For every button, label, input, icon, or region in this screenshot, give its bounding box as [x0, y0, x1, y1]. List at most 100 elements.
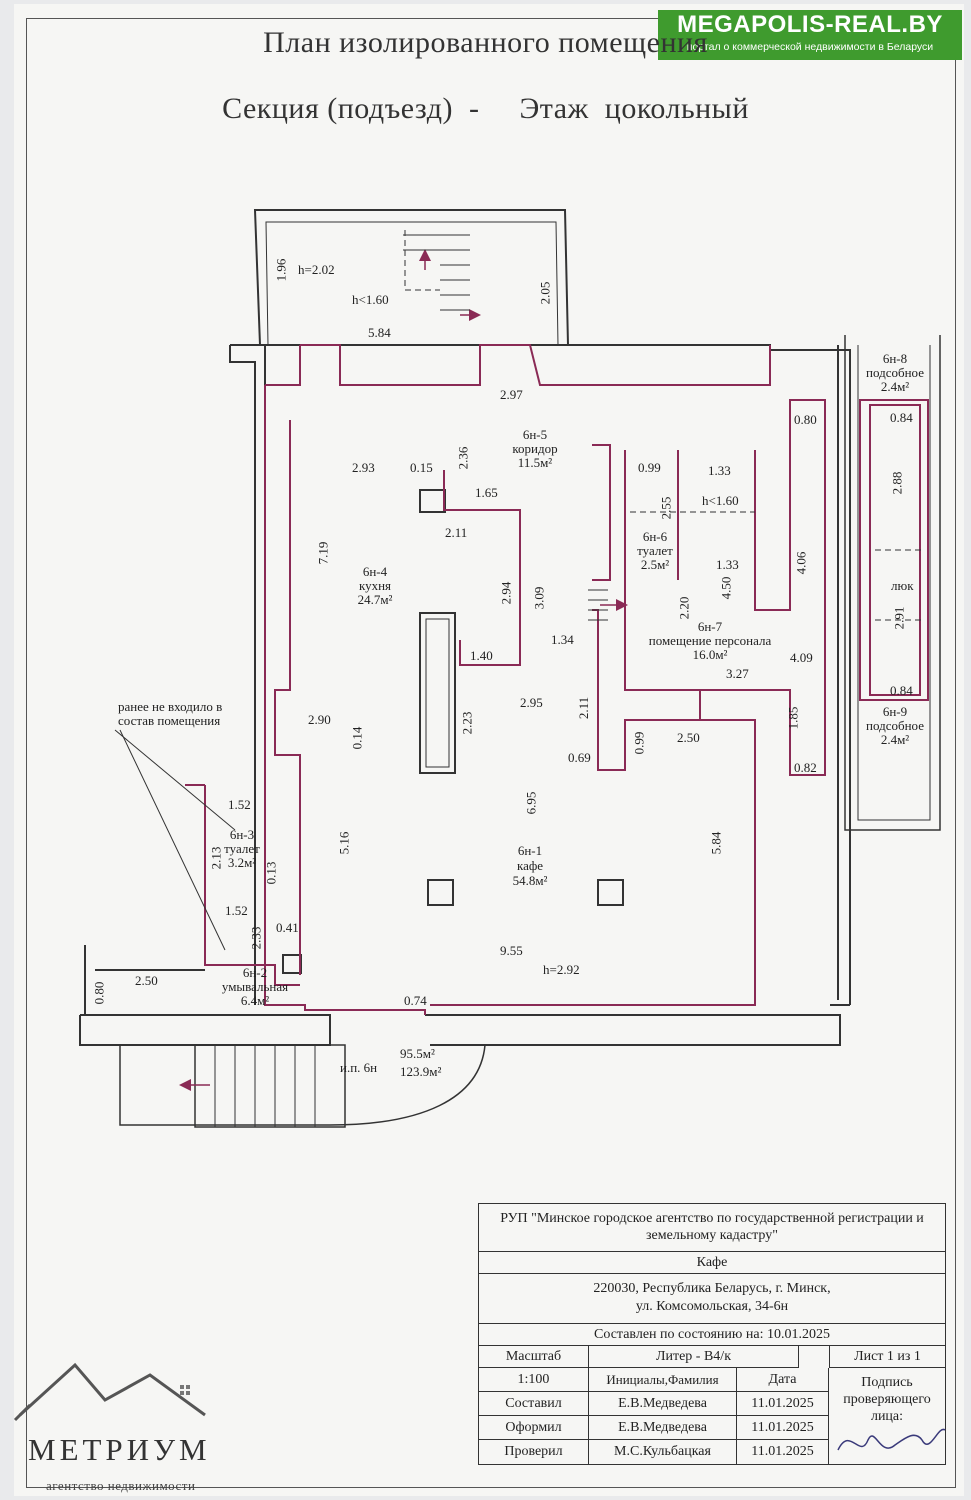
dim-label: 2.93: [352, 460, 375, 475]
room-r8: 6н-8 подсобное 2.4м²: [850, 352, 940, 394]
stamp-role: Оформил: [479, 1416, 589, 1440]
dim-label: 6.95: [523, 791, 539, 815]
dim-label: 0.15: [410, 460, 433, 475]
stamp-person: Е.В.Медведева: [589, 1416, 737, 1440]
room-r4: 6н-4 кухня 24.7м²: [330, 565, 420, 607]
dim-label: 2.50: [135, 973, 158, 988]
dim-label: 1.52: [228, 797, 251, 812]
dim-label: 0.74: [404, 993, 427, 1008]
entrance-label: и.п. 6н: [340, 1060, 378, 1075]
dim-label: 3.27: [726, 666, 749, 681]
dim-label: 2.88: [889, 471, 905, 495]
stamp-org: РУП "Минское городское агентство по госу…: [479, 1204, 945, 1252]
room-r1-height: h=2.92: [543, 962, 580, 977]
dim-label: 4.06: [793, 551, 809, 575]
dim-label: 1.65: [475, 485, 498, 500]
stamp-date: 11.01.2025: [737, 1392, 829, 1416]
room-r5: 6н-5 коридор 11.5м²: [495, 428, 575, 470]
annex-wall: [253, 209, 569, 346]
logo-name: МЕТРИУМ: [28, 1432, 211, 1467]
dim-label: 2.95: [520, 695, 543, 710]
dim-label: 0.99: [638, 460, 661, 475]
room-r6-area: 2.5м²: [640, 557, 670, 572]
stamp-sheet: Лист 1 из 1: [829, 1346, 945, 1368]
room-r4-area: 24.7м²: [357, 592, 393, 607]
logo-sub: агентство недвижимости: [46, 1478, 196, 1493]
room-r8-name: подсобное: [866, 365, 924, 380]
room-r5-area: 11.5м²: [517, 455, 553, 470]
stamp-person: М.С.Кульбацкая: [589, 1440, 737, 1464]
room-r1-name: кафе: [516, 858, 544, 873]
room-r8-code: 6н-8: [882, 351, 908, 366]
dim-label: 0.84: [890, 410, 913, 425]
dim-label: 0.13: [263, 861, 279, 885]
stamp-object: Кафе: [479, 1252, 945, 1274]
stamp-role: Проверил: [479, 1440, 589, 1464]
title-block: РУП "Минское городское агентство по госу…: [478, 1203, 946, 1465]
room-r6-name: туалет: [637, 543, 673, 558]
plan-title: План изолированного помещения: [263, 26, 708, 59]
dim-label: h=2.02: [298, 262, 335, 277]
dim-label: 0.84: [890, 683, 913, 698]
entrance-area2: 123.9м²: [400, 1064, 442, 1079]
stamp-scale-label: Масштаб: [479, 1346, 589, 1368]
stamp-address: 220030, Республика Беларусь, г. Минск, у…: [479, 1274, 945, 1324]
stamp-date: 11.01.2025: [737, 1440, 829, 1464]
room-r5-code: 6н-5: [522, 427, 548, 442]
stamp-date: 11.01.2025: [737, 1416, 829, 1440]
room-r1-code: 6н-1: [517, 843, 543, 858]
room-r2-code: 6н-2: [242, 965, 268, 980]
dim-label: люк: [891, 578, 914, 593]
dim-label: 4.50: [718, 576, 734, 600]
dim-label: 2.50: [677, 730, 700, 745]
dim-label: 2.94: [498, 581, 514, 605]
room-r9-code: 6н-9: [882, 704, 908, 719]
dim-label: 0.41: [276, 920, 299, 935]
room-r7-name: помещение персонала: [648, 633, 772, 648]
stamp-as-of: Составлен по состоянию на: 10.01.2025: [479, 1324, 945, 1346]
room-r9: 6н-9 подсобное 2.4м²: [850, 705, 940, 747]
dim-label: 7.19: [315, 541, 331, 565]
dim-label: h<1.60: [702, 493, 739, 508]
drawing-frame: [26, 18, 956, 1488]
dim-label: 2.36: [455, 446, 471, 470]
dim-label: 4.09: [790, 650, 813, 665]
watermark-tagline: портал о коммерческой недвижимости в Бел…: [686, 41, 934, 53]
note-previously-excluded: ранее не входило в состав помещения: [118, 699, 223, 728]
room-r1-area: 54.8м²: [512, 873, 548, 888]
dim-label: 2.11: [576, 696, 592, 720]
plan-subtitle: Секция (подъезд) - Этаж цокольный: [222, 92, 749, 125]
dim-label: 1.40: [470, 648, 493, 663]
dim-label: h<1.60: [352, 292, 389, 307]
room-r3: 6н-3 туалет 3.2м²: [212, 828, 272, 870]
room-r3-code: 6н-3: [229, 827, 255, 842]
stamp-role: Составил: [479, 1392, 589, 1416]
entrance-area1: 95.5м²: [400, 1046, 435, 1061]
dim-label: 0.14: [349, 726, 365, 750]
dim-label: 1.34: [551, 632, 574, 647]
dim-label: 0.80: [794, 412, 817, 427]
watermark-brand: MEGAPOLIS-REAL.BY: [677, 11, 943, 38]
dim-label: 2.97: [500, 387, 523, 402]
room-r3-name: туалет: [224, 841, 260, 856]
room-r2-name: умывальная: [221, 979, 289, 994]
dim-label: 2.55: [658, 496, 674, 520]
dim-label: 1.96: [273, 258, 289, 282]
dim-label: 1.33: [716, 557, 739, 572]
dim-label: 2.23: [459, 711, 475, 735]
dim-label: 2.13: [208, 846, 224, 870]
dim-label: 0.99: [631, 731, 647, 755]
room-r9-area: 2.4м²: [880, 732, 910, 747]
dim-label: 3.09: [531, 586, 547, 610]
dim-label: 1.33: [708, 463, 731, 478]
dim-label: 2.90: [308, 712, 331, 727]
room-r1: 6н-1 кафе 54.8м²: [470, 843, 590, 888]
dim-label: 5.16: [336, 831, 352, 855]
stamp-col-sign: Подпись проверяющего лица:: [843, 1375, 931, 1424]
room-r4-name: кухня: [358, 578, 392, 593]
dim-label: 0.69: [568, 750, 591, 765]
room-r7-code: 6н-7: [697, 619, 723, 634]
dim-label: 2.33: [248, 926, 264, 950]
room-r3-area: 3.2м²: [227, 855, 257, 870]
